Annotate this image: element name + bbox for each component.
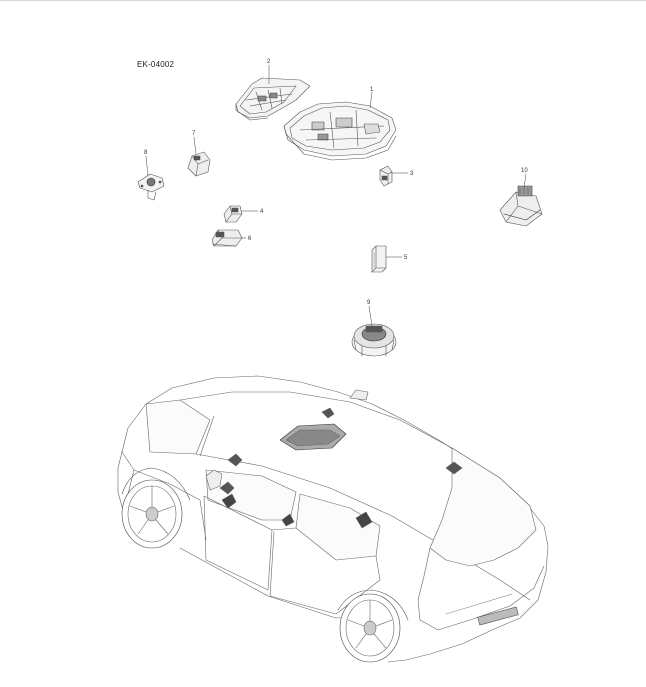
part-10-unit[interactable]	[499, 185, 543, 227]
callout-9: 9	[367, 300, 371, 306]
callout-5: 5	[404, 255, 408, 261]
part-2-console-frame[interactable]	[235, 77, 311, 121]
leader-lines	[145, 64, 527, 327]
callout-3: 3	[410, 171, 414, 177]
callout-1: 1	[370, 87, 374, 93]
part-5-cover[interactable]	[371, 245, 387, 273]
part-1-roof-console[interactable]	[283, 101, 397, 161]
part-6-module[interactable]	[211, 229, 243, 247]
callout-6: 6	[248, 236, 252, 242]
callout-labels: 1 2 3 4 5 6 7 8 9 10	[144, 59, 528, 306]
part-7-lamp[interactable]	[187, 151, 211, 177]
diagram-code: EK-04002	[137, 60, 175, 69]
part-8-bracket[interactable]	[137, 173, 165, 201]
callout-7: 7	[192, 131, 196, 137]
callout-2: 2	[267, 59, 271, 65]
page-top-border	[0, 0, 646, 1]
callout-10: 10	[521, 168, 528, 174]
part-4-sensor[interactable]	[223, 205, 243, 223]
callout-8: 8	[144, 150, 148, 156]
part-3-switch[interactable]	[379, 165, 393, 187]
part-9-round-module[interactable]	[351, 323, 397, 357]
vehicle-illustration	[117, 375, 549, 663]
callout-4: 4	[260, 209, 264, 215]
